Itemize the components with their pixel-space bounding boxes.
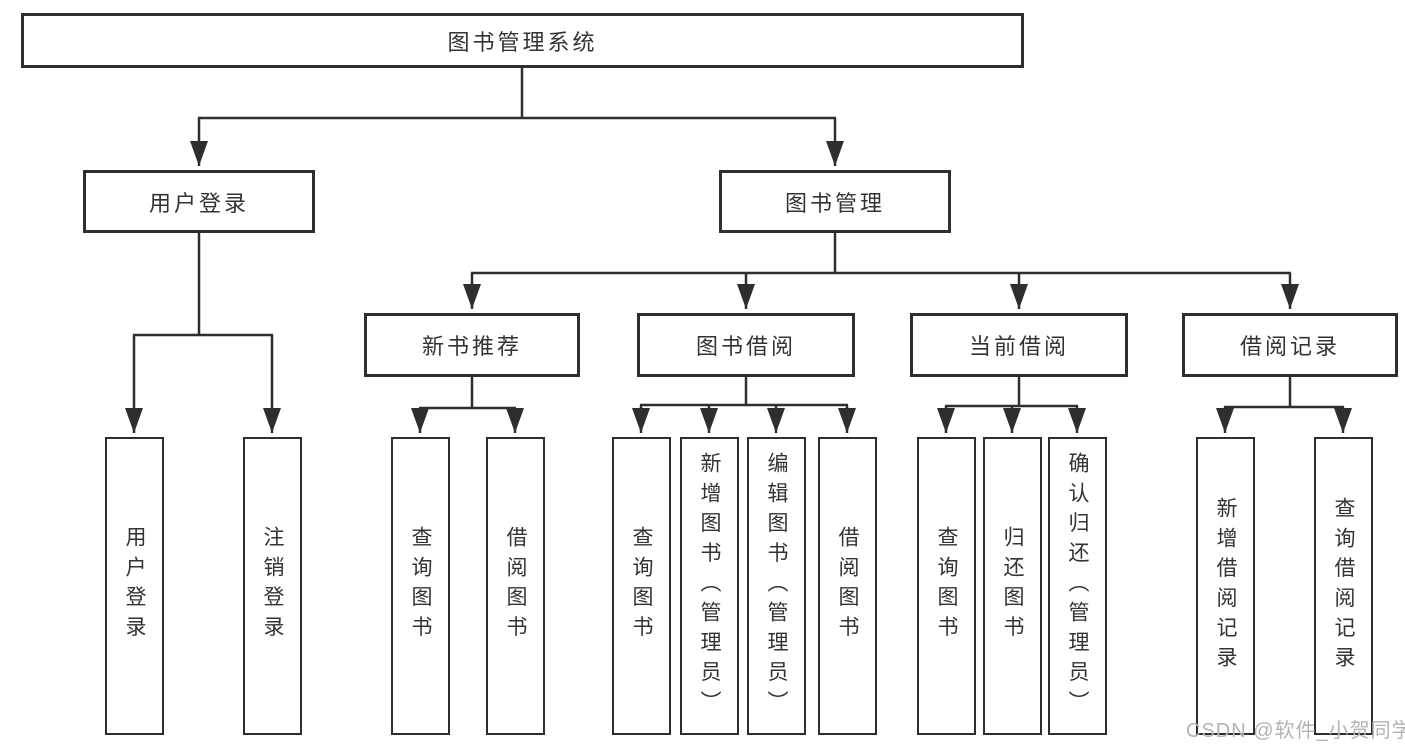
node-current-borrow-label: 当前借阅 <box>968 334 1069 359</box>
node-book-borrow-label: 图书借阅 <box>695 334 796 359</box>
node-borrow-records: 借阅记录 <box>1182 313 1398 377</box>
node-current-borrow: 当前借阅 <box>910 313 1128 377</box>
node-new-book-recommend-label: 新书推荐 <box>421 334 522 359</box>
node-new-book-recommend: 新书推荐 <box>364 313 580 377</box>
node-leaf-add-books-admin-label: 新增图书（管理员） <box>698 451 721 721</box>
node-leaf-query-borrow-record-label: 查询借阅记录 <box>1332 496 1355 676</box>
node-leaf-edit-books-admin-label: 编辑图书（管理员） <box>765 451 788 721</box>
node-leaf-user-login-label: 用户登录 <box>123 526 146 646</box>
node-leaf-borrow-books-borrow: 借阅图书 <box>818 437 877 735</box>
node-leaf-borrow-books-recommend: 借阅图书 <box>486 437 545 735</box>
node-leaf-borrow-books-borrow-label: 借阅图书 <box>836 526 859 646</box>
node-leaf-borrow-books-recommend-label: 借阅图书 <box>504 526 527 646</box>
node-leaf-confirm-return-admin: 确认归还（管理员） <box>1048 437 1107 735</box>
node-leaf-confirm-return-admin-label: 确认归还（管理员） <box>1066 451 1089 721</box>
node-leaf-return-books: 归还图书 <box>983 437 1042 735</box>
node-leaf-edit-books-admin: 编辑图书（管理员） <box>747 437 806 735</box>
node-book-management: 图书管理 <box>719 170 951 233</box>
node-leaf-query-books-current-label: 查询图书 <box>935 526 958 646</box>
node-leaf-add-borrow-record-label: 新增借阅记录 <box>1214 496 1237 676</box>
node-book-borrow: 图书借阅 <box>637 313 855 377</box>
node-leaf-query-books-recommend: 查询图书 <box>391 437 450 735</box>
watermark: CSDN @软件_小贺同学 <box>1186 720 1405 742</box>
node-leaf-logout: 注销登录 <box>243 437 302 735</box>
node-leaf-return-books-label: 归还图书 <box>1001 526 1024 646</box>
node-book-management-label: 图书管理 <box>784 190 885 216</box>
node-leaf-add-borrow-record: 新增借阅记录 <box>1196 437 1255 735</box>
node-leaf-user-login: 用户登录 <box>105 437 164 735</box>
node-user-login: 用户登录 <box>83 170 315 233</box>
node-root-label: 图书管理系统 <box>447 29 598 55</box>
node-leaf-add-books-admin: 新增图书（管理员） <box>680 437 739 735</box>
node-leaf-query-books-borrow: 查询图书 <box>612 437 671 735</box>
node-leaf-query-books-recommend-label: 查询图书 <box>409 526 432 646</box>
node-leaf-query-books-borrow-label: 查询图书 <box>630 526 653 646</box>
node-borrow-records-label: 借阅记录 <box>1239 334 1340 359</box>
node-leaf-query-borrow-record: 查询借阅记录 <box>1314 437 1373 735</box>
node-user-login-label: 用户登录 <box>148 190 249 216</box>
node-root: 图书管理系统 <box>21 13 1024 68</box>
node-leaf-query-books-current: 查询图书 <box>917 437 976 735</box>
node-leaf-logout-label: 注销登录 <box>261 526 284 646</box>
